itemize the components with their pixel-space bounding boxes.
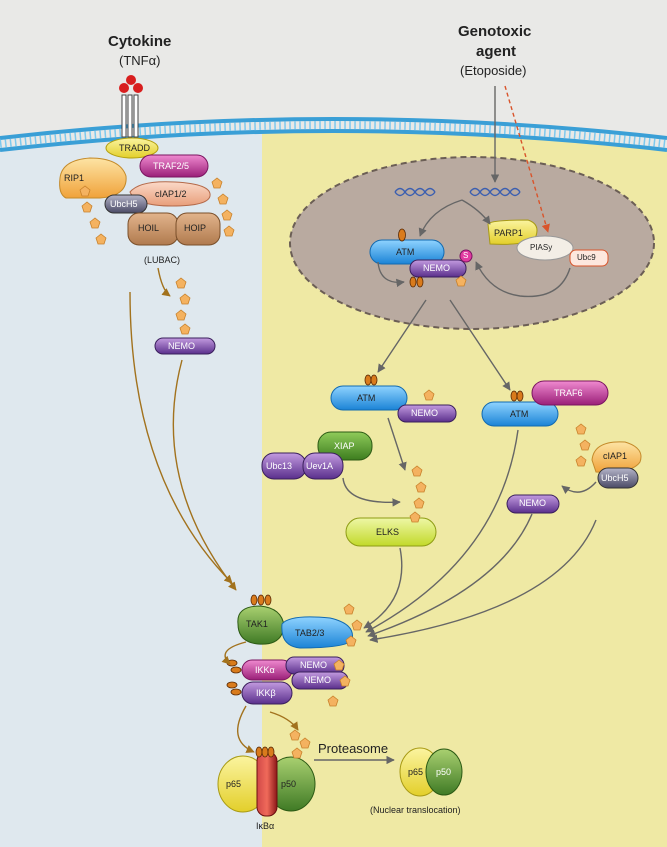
ciap1-label: cIAP1 — [603, 451, 628, 461]
p65-label: p65 — [226, 779, 242, 789]
traf6-label: TRAF6 — [554, 388, 583, 398]
ubch5-right — [597, 467, 639, 489]
ikka-label: IKKα — [255, 665, 275, 675]
ubch5-right-label: UbcH5 — [601, 473, 629, 483]
traf6 — [531, 380, 609, 406]
nemo-left-label: NEMO — [168, 341, 195, 351]
rip1-label: RIP1 — [64, 173, 85, 183]
traf25-label: TRAF2/5 — [153, 161, 190, 171]
hoil-label: HOIL — [138, 223, 160, 233]
traf25 — [139, 154, 209, 178]
elks-label: ELKS — [376, 527, 400, 537]
atm-nucleus — [369, 239, 445, 265]
p50-free-label: p50 — [436, 767, 452, 777]
ubc9-label: Ubc9 — [577, 253, 596, 262]
nucleus — [289, 156, 655, 330]
nemo-nucleus — [409, 259, 467, 278]
p50-free — [425, 748, 463, 796]
ikba — [256, 751, 278, 817]
dna-icon — [394, 187, 521, 197]
tnf-ligand-icon — [119, 83, 129, 93]
uev1a — [302, 452, 344, 480]
atm-nucleus-label: ATM — [396, 247, 415, 257]
lubac-label: (LUBAC) — [144, 255, 181, 265]
ikk-nemo-2-label: NEMO — [304, 675, 331, 685]
tradd — [105, 137, 159, 159]
ikkb-label: IKKβ — [256, 688, 276, 698]
ubch5-left — [104, 194, 148, 214]
cytokine-title: Cytokine — [108, 33, 172, 50]
nemo-right-label: NEMO — [519, 498, 546, 508]
sumo-icon — [459, 249, 473, 263]
ubiquitin-chains — [79, 177, 591, 759]
translocation-label: (Nuclear translocation) — [370, 805, 461, 815]
hoip — [175, 212, 221, 246]
ikk-nemo-1-label: NEMO — [300, 660, 327, 670]
atm-left — [330, 385, 408, 411]
cytokine-subtitle: (TNFα) — [119, 53, 161, 68]
nemo-mid — [397, 404, 457, 423]
p50-label: p50 — [281, 779, 297, 789]
piasy-label: PIASy — [530, 243, 553, 252]
nemo-mid-label: NEMO — [411, 408, 438, 418]
p65-free-label: p65 — [408, 767, 424, 777]
membrane-inner — [0, 129, 667, 152]
ikkb — [241, 681, 293, 705]
atm-left-label: ATM — [357, 393, 376, 403]
rip1 — [59, 157, 127, 199]
piasy — [516, 235, 574, 261]
phosphate-icons — [226, 228, 524, 758]
genotoxic-title-2: agent — [476, 43, 517, 60]
elks — [345, 517, 437, 547]
ubc9 — [569, 249, 609, 267]
nemo-nucleus-label: NEMO — [423, 263, 450, 273]
tab23-label: TAB2/3 — [295, 628, 325, 638]
genotoxic-subtitle: (Etoposide) — [460, 63, 527, 78]
tnf-receptor — [119, 75, 143, 138]
hoip-label: HOIP — [184, 223, 207, 233]
genotoxic-title-1: Genotoxic — [458, 23, 532, 40]
atm-right-label: ATM — [510, 409, 529, 419]
ciap12-label: cIAP1/2 — [155, 189, 187, 199]
membrane-outer — [0, 117, 667, 140]
nemo-left — [154, 337, 216, 355]
parp1-label: PARP1 — [494, 228, 523, 238]
ubch5-left-label: UbcH5 — [110, 199, 138, 209]
ubc13-label: Ubc13 — [266, 461, 293, 471]
arrows — [129, 85, 597, 765]
uev1a-label: Uev1A — [306, 461, 334, 471]
xiap-label: XIAP — [334, 441, 355, 451]
nemo-right — [506, 494, 560, 514]
ikba-label: IκBα — [256, 821, 275, 831]
ciap12 — [129, 181, 211, 207]
tak1-label: TAK1 — [246, 619, 268, 629]
parp1 — [487, 219, 538, 245]
sumo-label: S — [463, 251, 469, 260]
tradd-label: TRADD — [119, 143, 150, 153]
proteasome-label: Proteasome — [318, 741, 389, 756]
cytoplasm-left — [0, 128, 262, 847]
atm-right — [481, 401, 559, 427]
